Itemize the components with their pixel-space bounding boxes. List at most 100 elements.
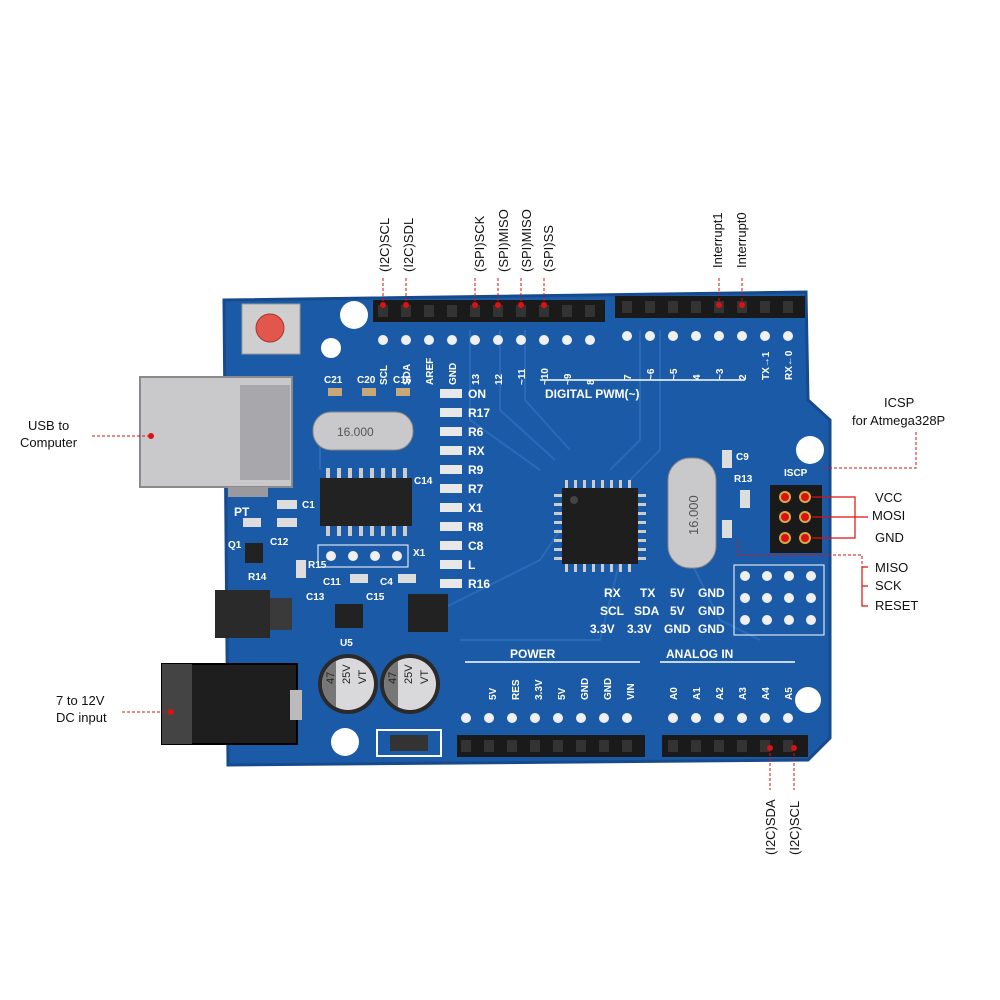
digital-pin-label: ~9 <box>563 373 574 385</box>
mounting-hole <box>321 338 341 358</box>
digital-pin-label: SCL <box>379 365 390 385</box>
chip-pin <box>574 480 577 488</box>
label-r13: R13 <box>734 474 753 485</box>
led-label: RX <box>468 444 485 458</box>
right-table-row1: TX <box>640 586 655 600</box>
callout-spi-miso-2: (SPI)MISO <box>519 209 534 272</box>
header-slot <box>737 740 747 752</box>
header-slot <box>622 740 632 752</box>
electrolytic-cap-2-label: 47 <box>387 672 399 684</box>
x1-pad <box>392 551 402 561</box>
chip-pin <box>554 557 562 560</box>
header-pad <box>737 331 747 341</box>
right-table-row2: SCL <box>600 604 624 618</box>
grid-pad <box>806 593 816 603</box>
chip-pin <box>610 564 613 572</box>
label-c14: C14 <box>414 476 433 487</box>
chip-pin <box>638 557 646 560</box>
smd-part <box>740 490 750 508</box>
callout-icsp-bracket-1 <box>812 496 868 539</box>
label-c15: C15 <box>366 592 385 603</box>
header-pad <box>783 331 793 341</box>
cap-label-c20: C20 <box>357 375 376 386</box>
header-pad <box>484 713 494 723</box>
digital-pin-label: 4 <box>692 374 703 380</box>
chip-pin <box>381 526 385 536</box>
mounting-hole <box>340 301 368 329</box>
reset-button[interactable] <box>255 313 285 343</box>
label-u5: U5 <box>340 638 353 649</box>
grid-pad <box>784 593 794 603</box>
callout-leads-top <box>380 278 745 308</box>
callout-dot <box>541 302 547 308</box>
header-slot <box>447 305 457 317</box>
chip-pin <box>348 468 352 478</box>
icsp-dot <box>781 513 789 521</box>
smd-led <box>440 465 462 474</box>
callout-interrupt1: Interrupt1 <box>710 212 725 268</box>
analog-pin-label: A5 <box>784 687 795 700</box>
grid-pad <box>762 571 772 581</box>
header-slot <box>783 740 793 752</box>
callout-icsp-lead-2 <box>737 540 863 567</box>
mcu-dot <box>570 496 578 504</box>
callout-i2c-scl-bottom: (I2C)SCL <box>787 801 802 855</box>
right-pin-grid <box>733 564 825 636</box>
chip-pin <box>392 526 396 536</box>
header-slot <box>378 305 388 317</box>
analog-pin-label: A1 <box>692 687 703 700</box>
right-table-row2: SDA <box>634 604 660 618</box>
power-pin-label: RES <box>511 679 522 700</box>
power-header <box>457 735 645 757</box>
label-r14: R14 <box>248 572 267 583</box>
callout-usb-line1: USB to <box>28 418 69 433</box>
digital-header-right <box>615 296 805 318</box>
chip-pin <box>554 503 562 506</box>
x1-pins <box>326 551 402 561</box>
analog-pin-label: A3 <box>738 687 749 700</box>
analog-pin-label: A0 <box>669 687 680 700</box>
led-label: R17 <box>468 406 490 420</box>
header-slot <box>516 305 526 317</box>
chip-pin <box>601 480 604 488</box>
callouts-top: (I2C)SCL (I2C)SDL (SPI)SCK (SPI)MISO (SP… <box>377 209 749 272</box>
crystal-big <box>667 457 717 569</box>
header-pad <box>493 335 503 345</box>
callout-usb-dot <box>148 433 154 439</box>
crystal-big-label: 16.000 <box>686 495 701 535</box>
callout-dc-line1: 7 to 12V <box>56 693 105 708</box>
header-slots-bottom <box>461 740 793 752</box>
right-table-row2: GND <box>698 604 725 618</box>
voltage-regulator <box>215 590 270 638</box>
power-pin-label: 5V <box>488 687 499 700</box>
chip-pin <box>619 564 622 572</box>
electrolytic-cap-2 <box>380 654 440 714</box>
chip-pin <box>619 480 622 488</box>
header-pad <box>668 713 678 723</box>
ic-small <box>408 594 448 632</box>
fuse-outline <box>376 729 442 757</box>
callout-icsp-lead <box>822 432 917 469</box>
callout-dc-dot <box>168 709 174 715</box>
header-pad <box>401 335 411 345</box>
chip-pin <box>574 564 577 572</box>
electrolytic-cap-2-label: VT <box>419 670 431 684</box>
digital-pin-label: SDA <box>402 364 413 385</box>
chip-pin <box>359 468 363 478</box>
right-table-row2: 5V <box>670 604 685 618</box>
digital-pin-label: ~11 <box>517 368 528 385</box>
usb-tab <box>228 487 268 497</box>
crystal-small <box>312 411 414 451</box>
callout-dot <box>716 302 722 308</box>
chip-pin <box>592 564 595 572</box>
right-table-row1: 5V <box>670 586 685 600</box>
label-c4: C4 <box>380 577 393 588</box>
header-slot <box>783 301 793 313</box>
ic-small <box>335 604 363 628</box>
usb-chip <box>320 478 412 526</box>
mounting-hole <box>795 687 821 713</box>
callout-scl-dot <box>791 745 797 751</box>
callout-dot <box>739 302 745 308</box>
digital-pin-label: 13 <box>471 373 482 385</box>
chip-pin <box>628 480 631 488</box>
